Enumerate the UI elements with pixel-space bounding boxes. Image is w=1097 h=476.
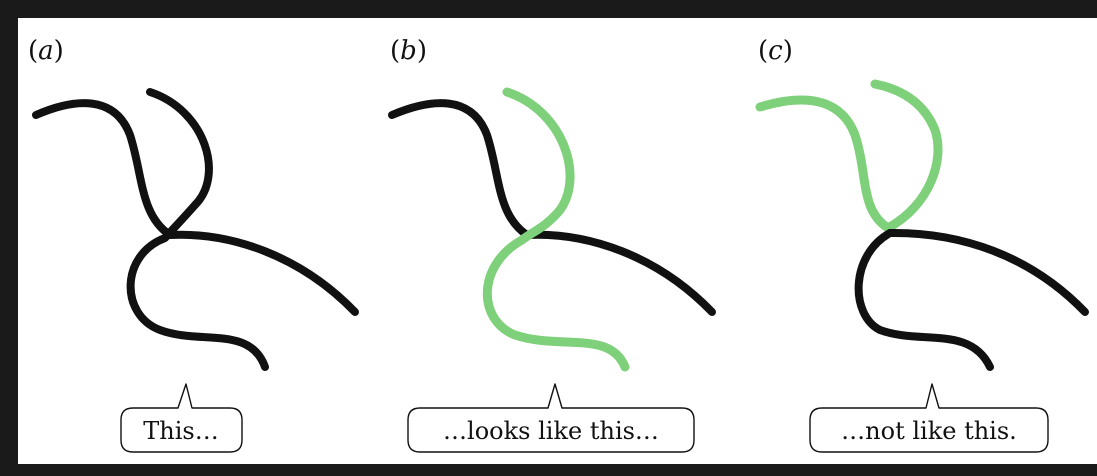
panel-b-diagram xyxy=(388,87,716,372)
panel-label-b: (b) xyxy=(390,36,427,66)
panel-label-c: (c) xyxy=(758,36,793,66)
panel-b-strand-green xyxy=(482,87,630,372)
panel-c-diagram xyxy=(755,79,1089,371)
callout-b-text: …looks like this… xyxy=(443,417,659,445)
callout-c xyxy=(809,383,1049,453)
callout-b xyxy=(407,383,695,453)
figure-canvas xyxy=(18,18,1097,464)
panel-a-strand-top-to-bottom xyxy=(126,88,269,371)
panel-a-diagram xyxy=(32,88,359,371)
panel-b-strand-black xyxy=(388,99,716,316)
callout-a xyxy=(120,383,243,453)
panel-a-strand-left-to-right xyxy=(32,99,359,316)
panel-c-strand-green xyxy=(755,79,943,233)
callout-c-text: …not like this. xyxy=(841,417,1017,445)
panel-label-a: (a) xyxy=(28,36,64,66)
panel-c-strand-black xyxy=(854,228,1089,371)
callout-a-text: This… xyxy=(143,417,218,445)
